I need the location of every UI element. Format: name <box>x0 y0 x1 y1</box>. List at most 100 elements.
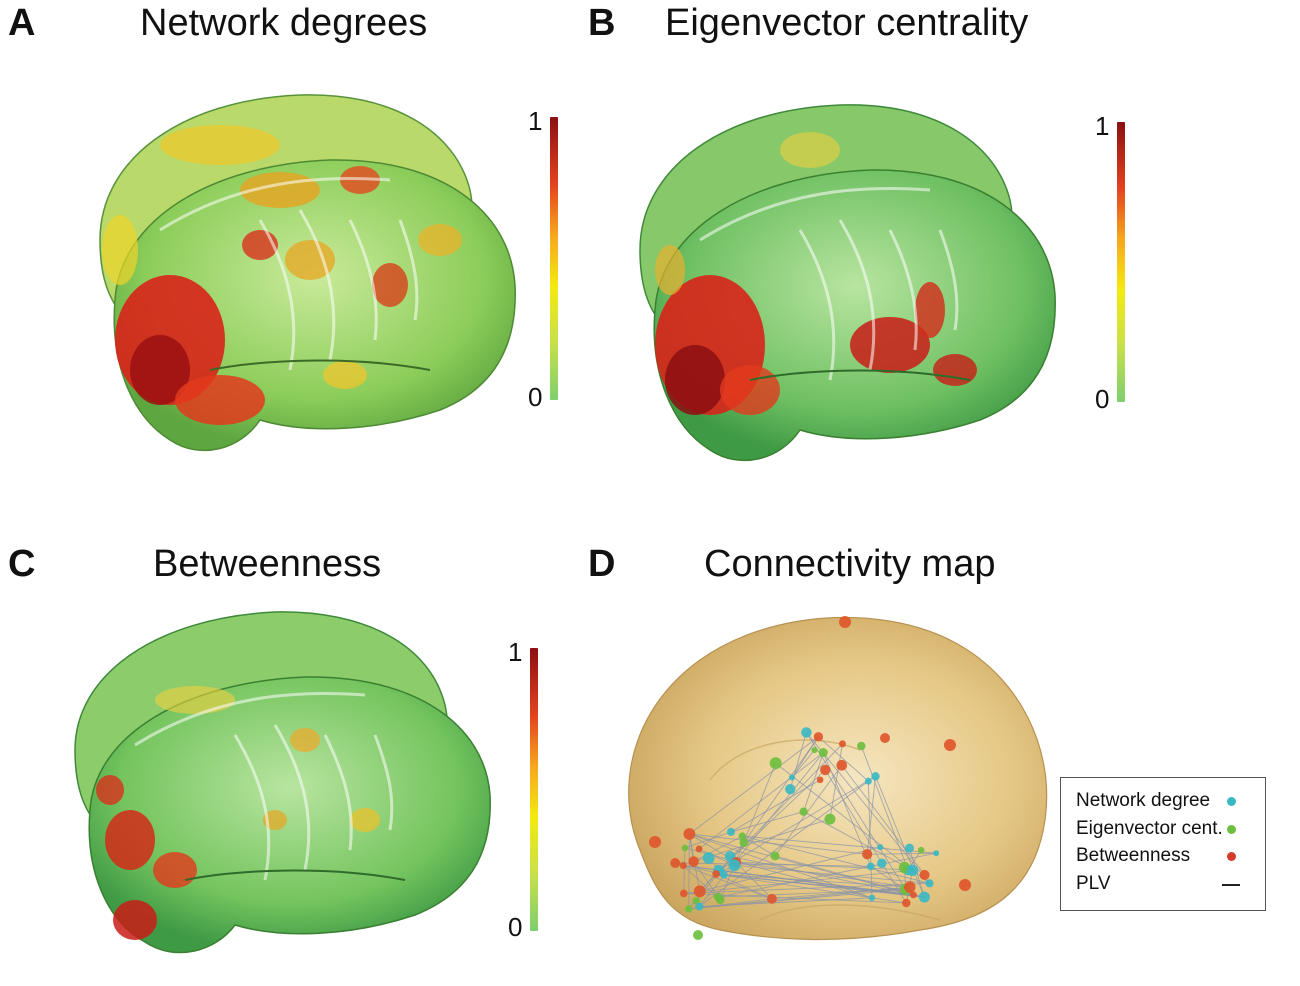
plv-edge <box>818 736 869 782</box>
colorbar-b-min-label: 0 <box>1095 384 1110 414</box>
activation-spots <box>102 125 462 425</box>
network-node <box>685 905 693 913</box>
plv-edge <box>693 818 831 862</box>
network-node <box>670 858 681 868</box>
plv-edge <box>682 865 721 901</box>
legend-label-eigenvector-cent: Eigenvector cent. <box>1076 818 1223 839</box>
plv-edge <box>689 833 914 896</box>
plv-edge <box>774 855 925 898</box>
panel-title-c: Betweenness <box>153 543 382 585</box>
network-node <box>801 727 812 738</box>
network-node <box>811 746 818 754</box>
colorbar-a-max-label: 1 <box>528 106 543 136</box>
legend-item-eigenvector-cent: Eigenvector cent. <box>1076 818 1250 840</box>
network-node <box>906 864 919 876</box>
brain-surface-network-degrees <box>99 94 516 452</box>
plv-edge <box>774 764 843 857</box>
network-node <box>836 759 848 771</box>
network-node <box>813 732 824 742</box>
plv-edge <box>683 865 773 900</box>
plv-edge <box>875 776 925 898</box>
network-node <box>944 739 956 751</box>
plv-edge <box>803 752 824 812</box>
network-node <box>866 862 875 871</box>
colorbar-c-min-label: 0 <box>508 912 523 942</box>
colorbar-b-max-label: 1 <box>1095 111 1110 141</box>
network-node <box>876 858 887 869</box>
colorbar-a-min-label: 0 <box>528 382 543 412</box>
network-node <box>688 856 699 867</box>
brain-surface-eigenvector-centrality <box>639 104 1056 462</box>
network-node <box>712 870 720 878</box>
network-node <box>726 827 736 837</box>
plv-edge <box>689 833 868 855</box>
colorbar-a <box>550 117 558 400</box>
network-node <box>904 881 916 893</box>
activation-spots <box>96 686 380 940</box>
legend-item-plv: PLV <box>1076 873 1250 895</box>
plv-edge <box>688 888 906 910</box>
plv-edge <box>736 861 909 871</box>
plv-edge <box>723 874 925 898</box>
network-node <box>838 740 846 748</box>
panel-letter-c: C <box>8 543 36 585</box>
network-node <box>702 852 715 864</box>
legend-label-betweenness: Betweenness <box>1076 845 1191 866</box>
colorbar-c <box>530 648 538 931</box>
network-node <box>818 748 828 758</box>
network-node <box>864 777 872 785</box>
connectivity-head-model <box>628 616 1048 941</box>
network-node <box>862 849 873 860</box>
network-node <box>799 807 808 816</box>
plv-edge <box>698 752 824 907</box>
panel-letter-b: B <box>588 2 616 44</box>
plv-edge <box>734 864 930 884</box>
network-node <box>824 813 836 825</box>
network-node <box>839 616 851 628</box>
network-node <box>767 893 777 904</box>
network-node <box>820 764 831 776</box>
plv-edge <box>684 831 732 849</box>
network-node <box>788 774 796 781</box>
plv-edge <box>718 769 826 871</box>
plv-edge <box>683 882 930 894</box>
network-node <box>679 861 687 870</box>
network-node <box>738 832 747 840</box>
eigenvector-marker-icon <box>1227 825 1236 834</box>
plv-edge <box>719 763 777 900</box>
network-node <box>693 930 703 940</box>
plv-edge <box>689 736 819 835</box>
network-node <box>877 844 884 851</box>
colorbar-c-max-label: 1 <box>508 637 523 667</box>
network-node <box>769 757 782 770</box>
network-node <box>739 838 749 848</box>
plv-edge <box>791 749 815 778</box>
legend-label-plv: PLV <box>1076 873 1111 894</box>
network-node <box>933 850 940 857</box>
plv-edge <box>699 743 843 892</box>
brain-surface-betweenness <box>74 611 491 954</box>
plv-edge <box>822 752 872 867</box>
plv-edge <box>771 886 910 900</box>
plv-edge <box>684 847 873 899</box>
plv-edge <box>693 835 743 862</box>
panel-letter-d: D <box>588 543 616 585</box>
network-node <box>770 851 780 861</box>
network-node <box>695 902 704 911</box>
network-node <box>918 891 930 903</box>
legend-label-network-degree: Network degree <box>1076 790 1211 811</box>
network-node <box>681 844 689 852</box>
network-node <box>917 846 925 854</box>
network-node <box>925 879 934 888</box>
panel-title-a: Network degrees <box>140 2 428 44</box>
plv-line-icon <box>1222 884 1240 886</box>
network-node <box>868 894 876 902</box>
legend-item-betweenness: Betweenness <box>1076 845 1250 867</box>
plv-edge <box>683 869 913 894</box>
network-node <box>857 741 866 751</box>
panel-title-d: Connectivity map <box>704 543 996 585</box>
plv-edge <box>841 764 925 876</box>
plv-edge <box>742 835 776 857</box>
plv-edge <box>698 848 735 866</box>
network-node <box>909 891 917 899</box>
